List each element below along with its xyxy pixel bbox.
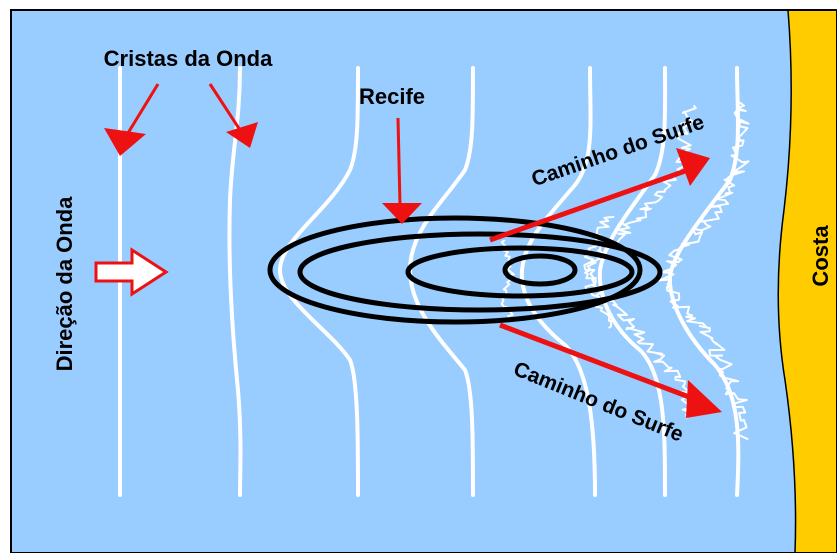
wave-direction-label: Direção da Onda	[52, 196, 77, 372]
wave-crest-line-5	[519, 66, 597, 497]
reef	[267, 215, 663, 325]
foam-zigzag-3	[658, 101, 750, 441]
crest-arrow-left-shaft	[123, 83, 160, 139]
surf-path-upper-head	[676, 148, 710, 186]
surf-path-upper-shaft	[489, 167, 689, 243]
reef-arrow-shaft	[396, 117, 402, 206]
wave-crest-line-3	[277, 66, 360, 497]
reef-contour-inner	[502, 253, 578, 287]
surf-path-arrows	[489, 148, 722, 418]
reef-contour-third	[405, 245, 635, 299]
reef-contour-outer	[267, 215, 643, 325]
crest-arrow-left-head	[104, 128, 146, 156]
surf-path-lower-head	[686, 380, 722, 418]
wave-crests-label: Cristas da Onda	[104, 46, 273, 71]
surf-path-lower-shaft	[499, 322, 698, 403]
reef-arrow-head	[382, 203, 422, 224]
coast-area	[777, 9, 837, 554]
coast-label: Costa	[808, 225, 833, 287]
crest-arrow-right-head	[226, 122, 258, 148]
reef-contour-second	[297, 231, 663, 313]
crest-arrow-right-shaft	[208, 83, 242, 131]
wave-crest-line-6	[597, 66, 668, 497]
reef-label: Recife	[359, 84, 425, 109]
pointer-arrows	[104, 83, 422, 224]
foam-zigzag-4	[583, 215, 615, 329]
wave-direction-arrow-icon	[94, 247, 169, 297]
